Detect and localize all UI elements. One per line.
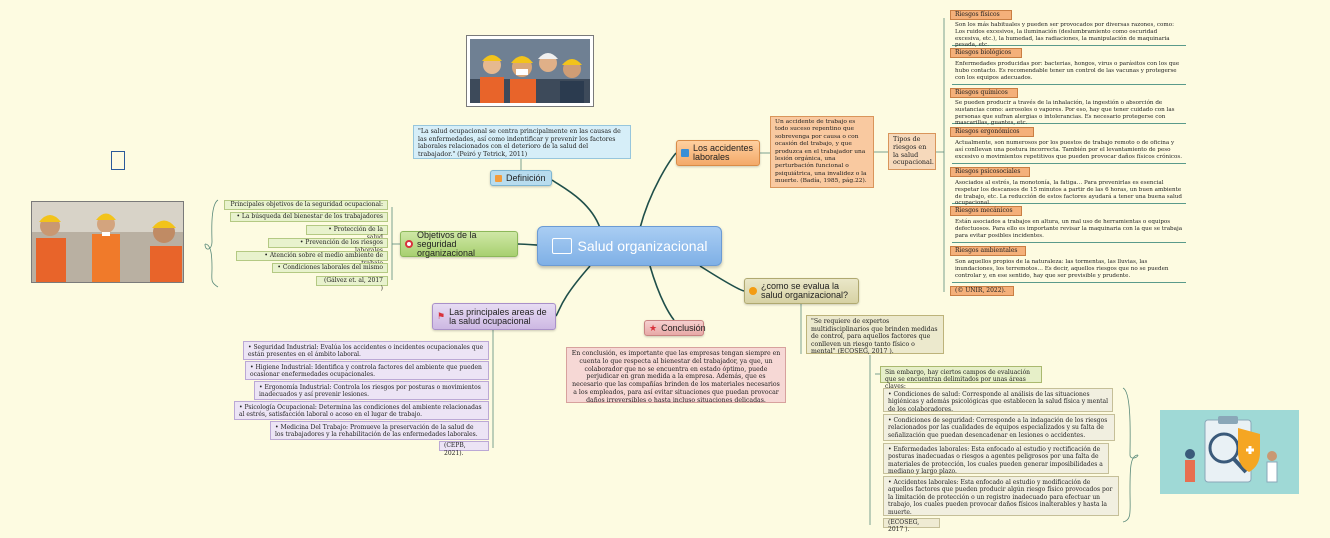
areas-item: • Seguridad Industrial: Evalúa los accid… [243, 341, 489, 360]
topic-definicion[interactable]: Definición [490, 170, 552, 186]
topic-objetivos-label: Objetivos de la seguridad organizacional [417, 229, 477, 258]
riesgo-description: Se pueden producir a través de la inhala… [952, 100, 1186, 126]
areas-item: • Higiene Industrial: Identifica y contr… [245, 361, 489, 380]
objetivos-item: • Prevención de los riesgos laborales [268, 238, 388, 254]
evalua-quote: "Se requiere de expertos multidisciplina… [806, 315, 944, 355]
evalua-intro: Sin embargo, hay ciertos campos de evalu… [880, 366, 1042, 390]
areas-reference: (CEPB, 2021). [439, 441, 489, 457]
topic-objetivos[interactable]: Objetivos de la seguridad organizacional [400, 229, 518, 258]
definicion-icon [495, 174, 502, 182]
accidentes-definition: Un accidente de trabajo es todo suceso r… [770, 116, 874, 188]
riesgo-title[interactable]: Riesgos psicosociales [950, 167, 1030, 177]
riesgo-description: Enfermedades producidas por: bacterias, … [952, 61, 1186, 85]
riesgo-description: Son los más habituales y pueden ser prov… [952, 22, 1186, 48]
star-icon: ★ [649, 322, 658, 333]
riesgo-title[interactable]: Riesgos biológicos [950, 48, 1022, 58]
central-topic-label: Salud organizacional [577, 238, 708, 254]
central-topic[interactable]: Salud organizacional [537, 226, 722, 266]
definition-note: "La salud ocupacional se centra principa… [413, 125, 631, 159]
shield-clipboard-icon [1185, 416, 1278, 483]
workers-photo-left [31, 201, 184, 283]
objetivos-item: • Condiciones laborales del mismo [272, 263, 388, 273]
areas-item: • Psicología Ocupacional: Determina las … [234, 401, 489, 420]
tipos-riesgos: Tipos de riesgos en la salud ocupacional… [888, 133, 936, 170]
topic-areas[interactable]: ⚑ Las principales areas de la salud ocup… [432, 303, 556, 330]
riesgo-title[interactable]: Riesgos mecánicos [950, 206, 1022, 216]
topic-conclusion[interactable]: ★ Conclusión [644, 320, 706, 336]
riesgo-description: Están asociados a trabajos en altura, un… [952, 219, 1186, 243]
evalua-item: • Condiciones de seguridad: Corresponde … [883, 414, 1115, 441]
evalua-item: • Accidentes laborales: Esta enfocado al… [883, 476, 1119, 516]
riesgos-reference: (© UNIR, 2022). [950, 286, 1014, 296]
workers-photo-top [466, 35, 594, 107]
info-icon [681, 149, 689, 157]
evalua-item: • Condiciones de salud: Corresponde al a… [883, 388, 1113, 413]
riesgo-title[interactable]: Riesgos ambientales [950, 246, 1026, 256]
riesgo-description: Asociados al estrés, la monotonía, la fa… [952, 180, 1186, 206]
workers-meeting-image [32, 202, 183, 282]
placeholder-box-icon [111, 151, 125, 170]
riesgo-title[interactable]: Riesgos ergonómicos [950, 127, 1034, 137]
evalua-item: • Enfermedades laborales: Esta enfocado … [883, 443, 1109, 475]
topic-areas-label: Las principales areas de la salud ocupac… [449, 306, 547, 326]
objetivos-reference: (Gálvez et. al, 2017 ) [316, 276, 388, 292]
areas-item: • Medicina Del Trabajo: Promueve la pres… [270, 421, 489, 440]
warning-icon [749, 287, 757, 295]
objetivos-item: Principales objetivos de la seguridad oc… [224, 200, 388, 210]
topic-evalua[interactable]: ¿como se evalua la salud organizacional? [744, 278, 859, 304]
riesgo-title[interactable]: Riesgos químicos [950, 88, 1018, 98]
riesgo-description: Actualmente, son numerosos por los puest… [952, 140, 1186, 164]
health-insurance-illustration [1160, 410, 1299, 494]
topic-evalua-label: ¿como se evalua la salud organizacional? [761, 281, 849, 300]
workers-helmets-image [470, 39, 590, 103]
topic-accidentes[interactable]: Los accidentes laborales [676, 140, 760, 166]
target-icon [405, 240, 413, 248]
flag-icon: ⚑ [437, 311, 446, 321]
riesgo-title[interactable]: Riesgos físicos [950, 10, 1012, 20]
areas-item: • Ergonomía Industrial: Controla los rie… [254, 381, 489, 400]
riesgo-description: Son aquellos propios de la naturaleza: l… [952, 259, 1186, 283]
objetivos-item: • Atención sobre el medio ambiente de tr… [236, 251, 388, 267]
topic-definicion-label: Definición [506, 173, 546, 183]
book-icon [551, 238, 572, 254]
topic-conclusion-label: Conclusión [661, 323, 706, 333]
objetivos-item: • La búsqueda del bienestar de los traba… [230, 212, 388, 222]
evalua-reference: (ECOSEG, 2017 ). [883, 518, 940, 533]
conclusion-note: En conclusión, es importante que las emp… [566, 347, 786, 404]
objetivos-item: • Protección de la salud [306, 225, 388, 241]
topic-accidentes-label: Los accidentes laborales [693, 143, 754, 162]
